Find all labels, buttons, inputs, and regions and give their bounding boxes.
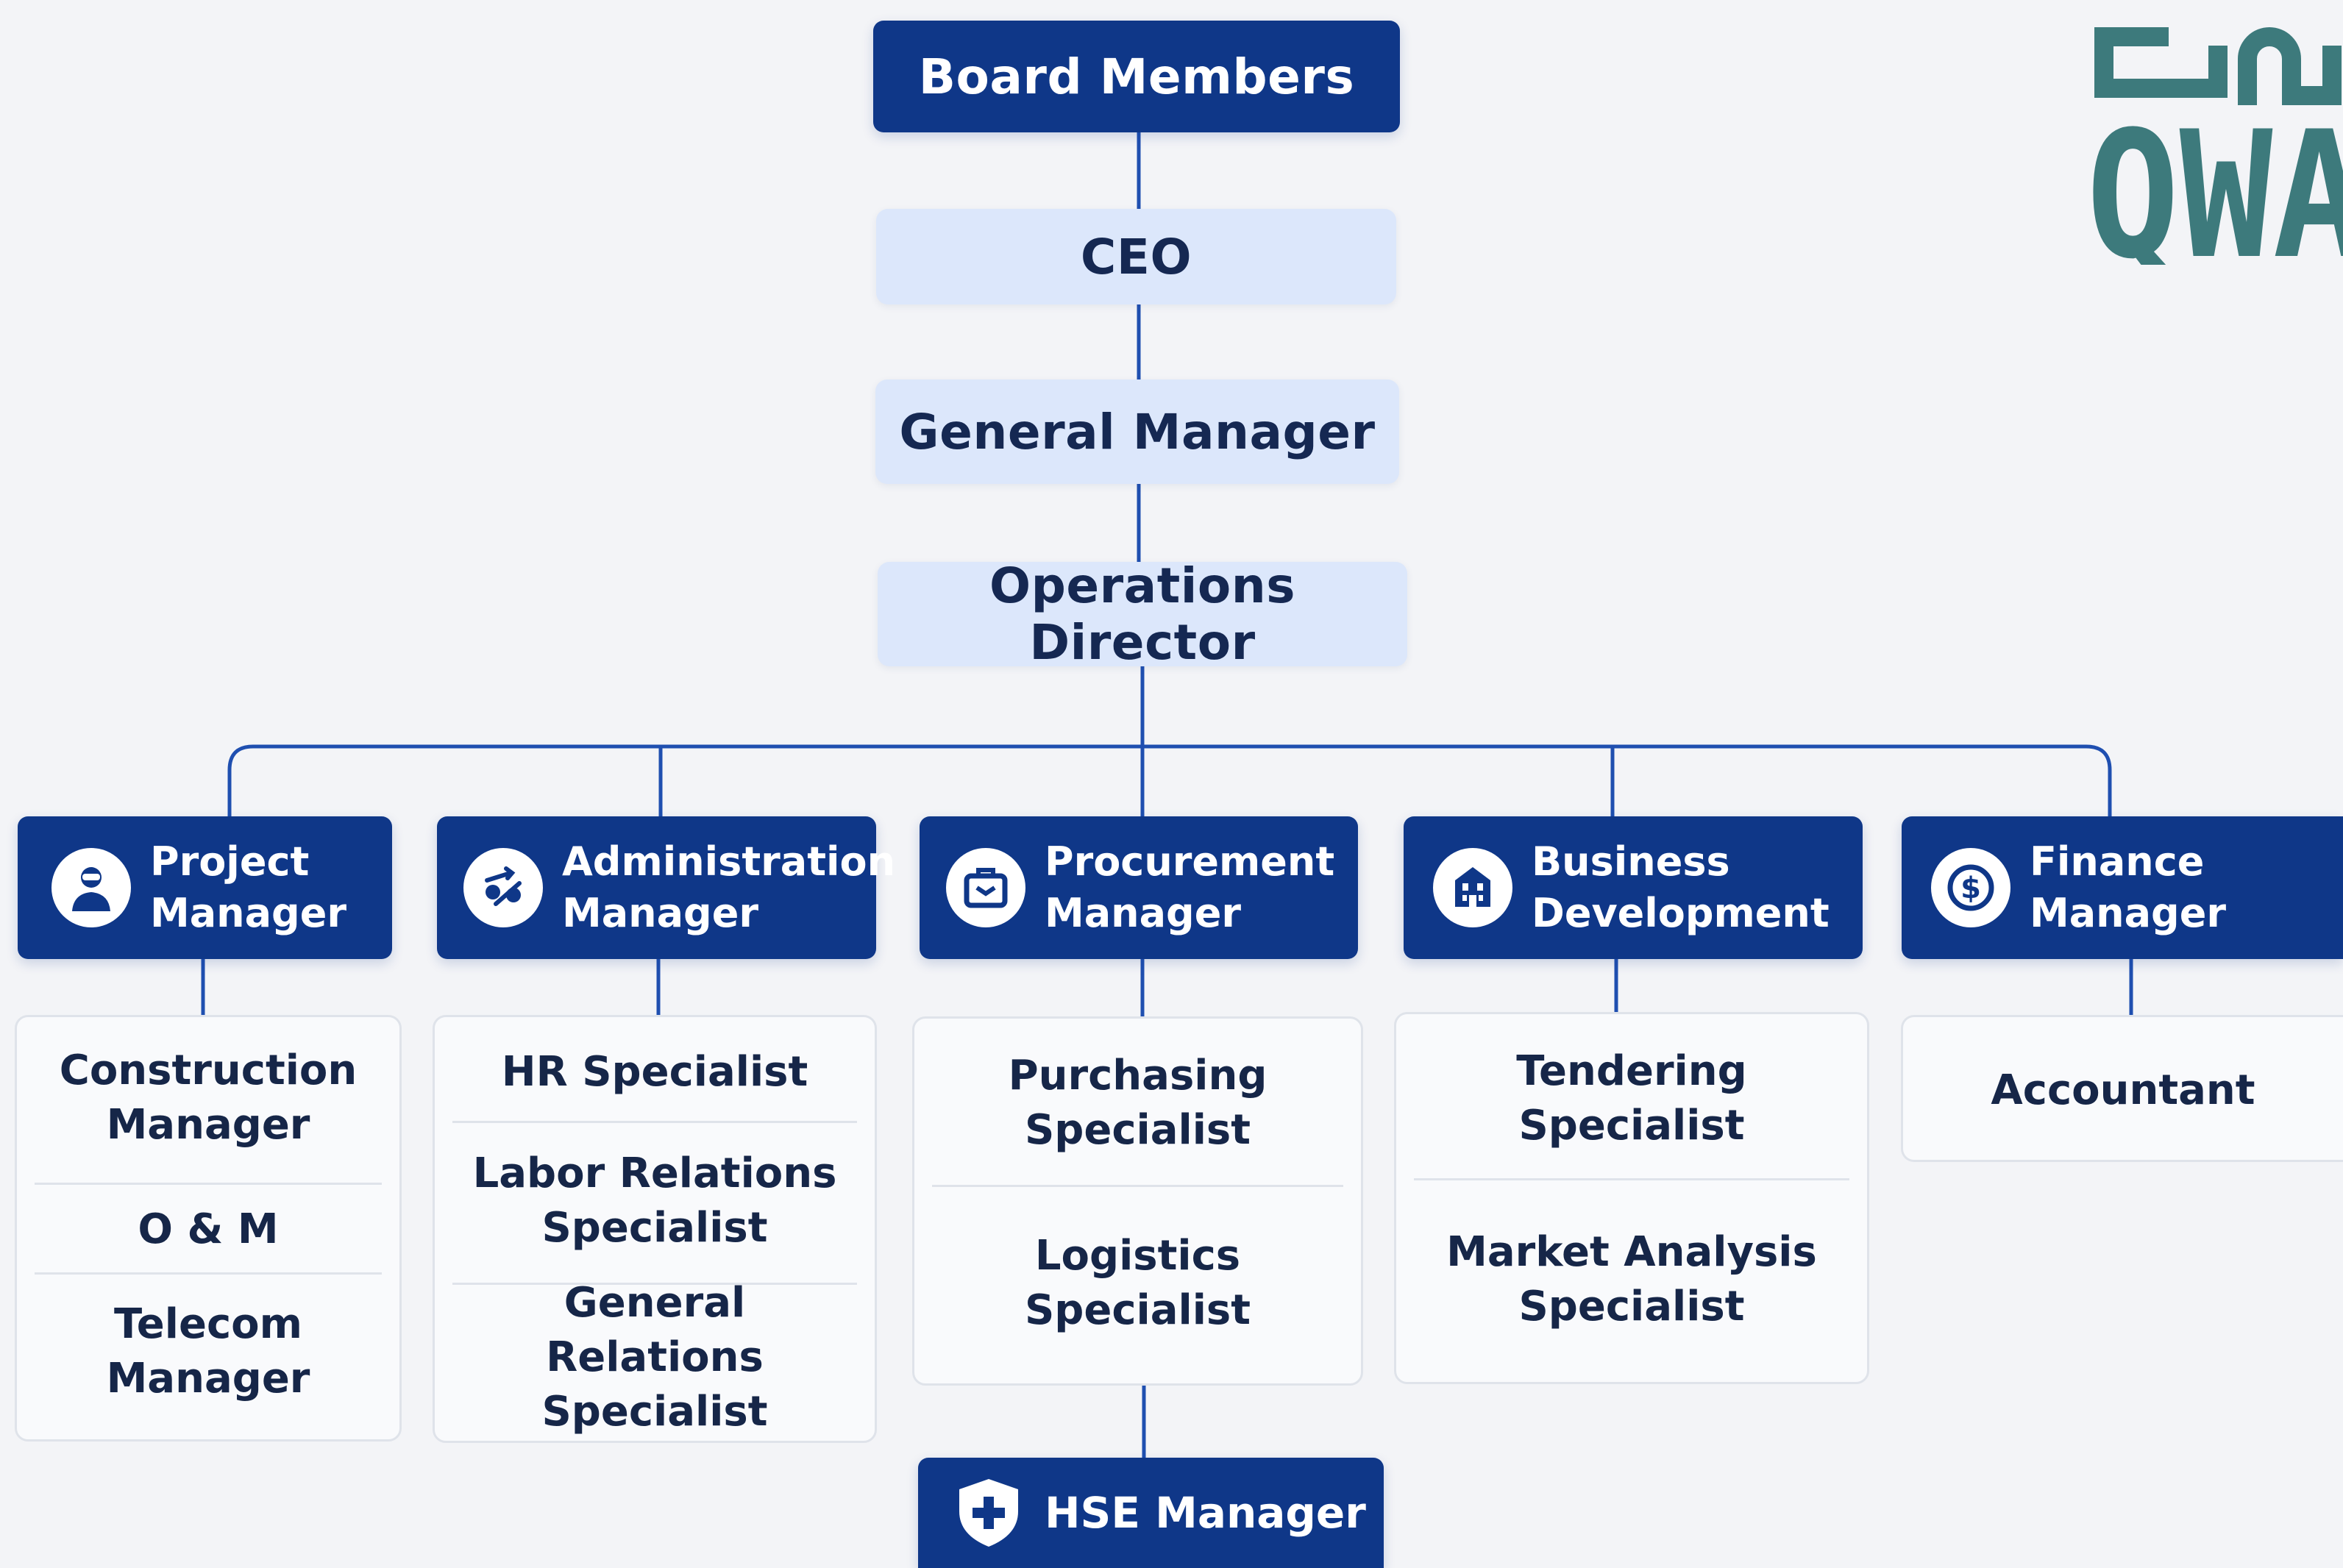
role-line2: Specialist xyxy=(1518,1102,1745,1150)
svg-text:$: $ xyxy=(1960,872,1981,905)
dept-title-line2: Manager xyxy=(562,890,758,936)
dept-title-line2: Manager xyxy=(1045,890,1241,936)
board-members-box: Board Members xyxy=(873,21,1400,132)
dept-title-line1: Business xyxy=(1532,838,1730,885)
dept-title-line1: Finance xyxy=(2030,838,2205,885)
roles-card-finance: Accountant xyxy=(1901,1015,2343,1162)
divider xyxy=(452,1283,857,1285)
divider xyxy=(452,1121,857,1123)
divider xyxy=(932,1185,1343,1187)
divider xyxy=(35,1183,382,1185)
dept-title-line2: Manager xyxy=(2030,890,2226,936)
roles-card-procurement: Purchasing Specialist Logistics Speciali… xyxy=(912,1016,1363,1386)
roles-card-project: Construction Manager O & M Telecom Manag… xyxy=(15,1015,402,1442)
hse-manager-box: HSE Manager xyxy=(918,1458,1384,1568)
hse-manager-label: HSE Manager xyxy=(1045,1488,1366,1538)
role-item: Labor Relations Specialist xyxy=(452,1127,857,1275)
role-line2: Specialist xyxy=(1024,1106,1251,1154)
person-headset-icon xyxy=(51,848,131,927)
role-line1: O & M xyxy=(138,1205,279,1253)
ceo-box: CEO xyxy=(876,209,1396,304)
operations-director-box: Operations Director xyxy=(878,557,1407,671)
roles-card-administration: HR Specialist Labor Relations Specialist… xyxy=(433,1015,877,1443)
dollar-icon: $ xyxy=(1931,848,2010,927)
role-item: HR Specialist xyxy=(452,1032,857,1113)
role-item: O & M xyxy=(35,1186,382,1272)
role-line1: Labor Relations xyxy=(472,1150,837,1197)
role-item: Telecom Manager xyxy=(35,1278,382,1425)
general-manager-label: General Manager xyxy=(899,403,1376,460)
building-icon xyxy=(1433,848,1512,927)
role-item: Accountant xyxy=(1921,1032,2325,1150)
role-line2: Specialist xyxy=(1024,1286,1251,1334)
dept-title-line1: Procurement xyxy=(1045,838,1335,885)
role-line1: Market Analysis xyxy=(1446,1228,1817,1276)
general-manager-box: General Manager xyxy=(875,379,1399,484)
divider xyxy=(1414,1178,1849,1180)
logo-text: QWA xyxy=(2089,94,2343,265)
dept-title-line2: Development xyxy=(1532,890,1830,936)
ceo-label: CEO xyxy=(1080,228,1192,285)
role-item: Logistics Specialist xyxy=(932,1202,1343,1364)
divider xyxy=(35,1272,382,1275)
role-line1: Telecom xyxy=(114,1300,302,1348)
role-line1: General Relations xyxy=(546,1279,764,1381)
role-line2: Manager xyxy=(106,1101,310,1149)
role-line1: Construction xyxy=(59,1047,358,1094)
role-item: Market Analysis Specialist xyxy=(1414,1198,1849,1361)
board-members-label: Board Members xyxy=(918,48,1355,105)
dept-title-line1: Project xyxy=(150,838,310,885)
role-line1: Accountant xyxy=(1991,1066,2255,1114)
role-line2: Specialist xyxy=(1518,1283,1745,1330)
role-line1: HR Specialist xyxy=(501,1048,808,1096)
role-line1: Tendering xyxy=(1516,1047,1747,1095)
briefcase-icon xyxy=(946,848,1025,927)
role-item: Construction Manager xyxy=(35,1032,382,1164)
role-item: Tendering Specialist xyxy=(1414,1029,1849,1169)
role-line2: Specialist xyxy=(541,1204,768,1252)
roles-card-business-development: Tendering Specialist Market Analysis Spe… xyxy=(1394,1012,1869,1384)
role-item: General Relations Specialist xyxy=(452,1279,857,1436)
role-line1: Purchasing xyxy=(1008,1052,1268,1100)
shield-plus-icon xyxy=(959,1479,1018,1547)
role-line2: Manager xyxy=(106,1355,310,1403)
dept-title-line2: Manager xyxy=(150,890,346,936)
role-line1: Logistics xyxy=(1034,1232,1241,1280)
role-item: Purchasing Specialist xyxy=(932,1033,1343,1173)
people-arrows-icon xyxy=(463,848,543,927)
dept-title-line1: Administration xyxy=(562,838,896,885)
qwa-logo: QWA xyxy=(2089,27,2343,265)
role-line2: Specialist xyxy=(541,1388,768,1436)
operations-director-label: Operations Director xyxy=(989,557,1295,671)
